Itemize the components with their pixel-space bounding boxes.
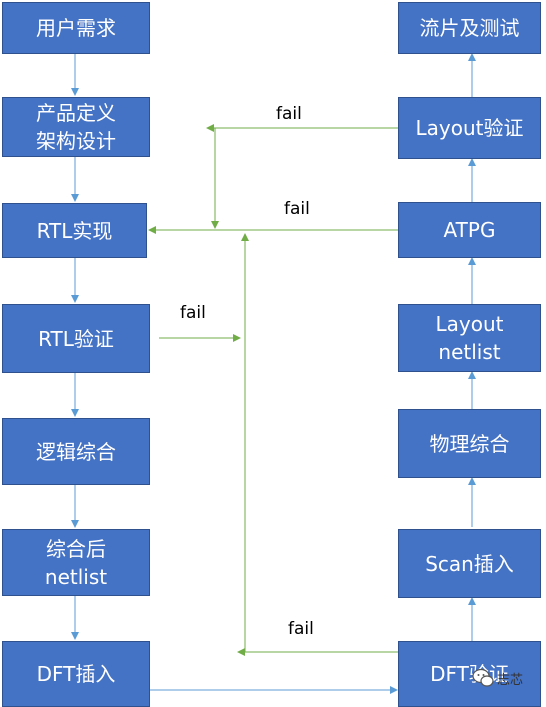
node-physical-synthesis: 物理综合 bbox=[398, 409, 541, 478]
node-layout-netlist: Layout netlist bbox=[398, 304, 541, 372]
node-layout-verification: Layout验证 bbox=[398, 97, 541, 159]
watermark: 志芯 bbox=[472, 668, 523, 688]
node-dft-insertion: DFT插入 bbox=[2, 641, 150, 707]
fail-label-atpg: fail bbox=[284, 199, 310, 219]
node-rtl-implementation: RTL实现 bbox=[2, 203, 147, 258]
fail-label-dft: fail bbox=[288, 619, 314, 639]
node-post-synthesis-netlist: 综合后 netlist bbox=[2, 529, 150, 596]
node-scan-insertion: Scan插入 bbox=[398, 529, 541, 598]
node-atpg: ATPG bbox=[398, 202, 541, 258]
chat-bubble-icon bbox=[472, 668, 494, 687]
node-logic-synthesis: 逻辑综合 bbox=[2, 418, 150, 485]
node-product-definition: 产品定义 架构设计 bbox=[2, 97, 150, 157]
node-tapeout-test: 流片及测试 bbox=[398, 2, 541, 54]
fail-label-rtl: fail bbox=[180, 303, 206, 323]
node-rtl-verification: RTL验证 bbox=[2, 304, 150, 373]
node-user-requirements: 用户需求 bbox=[2, 2, 150, 54]
watermark-text: 志芯 bbox=[497, 672, 524, 688]
fail-label-layout: fail bbox=[276, 104, 302, 124]
